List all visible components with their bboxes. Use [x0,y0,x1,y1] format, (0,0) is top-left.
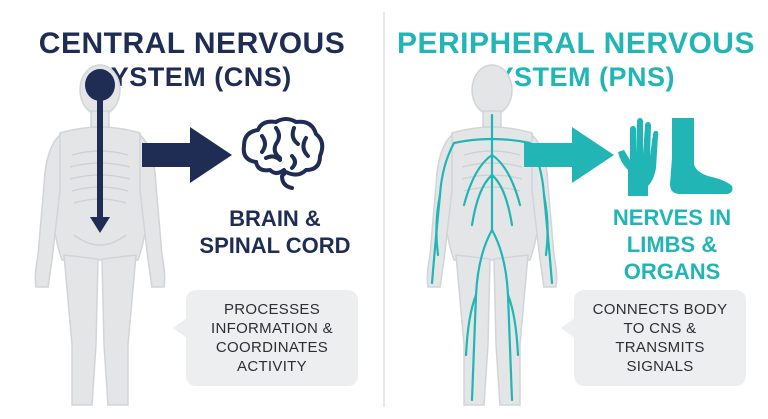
pns-bubble-line: TO CNS & [623,320,697,337]
pns-bubble-line: TRANSMITS [615,339,705,356]
cns-function-bubble: PROCESSES INFORMATION & COORDINATES ACTI… [173,290,358,386]
cns-bubble-line: PROCESSES [223,301,321,318]
cns-title-line2: SYSTEM (CNS) [92,62,292,92]
cns-bubble-line: COORDINATES [215,339,329,356]
cns-bubble-line: INFORMATION & [211,320,333,337]
hand-icon [618,118,659,196]
cns-body-silhouette-icon [34,64,166,406]
pns-panel: PERIPHERAL NERVOUS SYSTEM (PNS) [384,0,768,419]
cns-organs-label: BRAIN & SPINAL CORD [190,205,360,259]
cns-label-line1: BRAIN & [229,206,321,231]
pns-label-line: ORGANS [623,259,721,284]
pns-function-bubble: CONNECTS BODY TO CNS & TRANSMITS SIGNALS [561,290,746,386]
bubble-tail [561,318,575,338]
pns-title-line1: PERIPHERAL NERVOUS [397,27,755,60]
pns-arrow-right-icon [524,127,614,183]
cns-bubble-line: ACTIVITY [237,358,307,375]
bubble-tail [173,318,187,338]
cns-title-line1: CENTRAL NERVOUS [38,27,346,60]
brain-icon [241,117,325,190]
cns-arrow-right-icon [142,127,232,183]
pns-label-line: NERVES IN [612,205,732,230]
pns-organs-label: NERVES IN LIMBS & ORGANS [582,204,762,285]
pns-label-line: LIMBS & [626,232,718,257]
cns-label-line2: SPINAL CORD [199,233,351,258]
panel-divider [383,12,385,407]
cns-panel: CENTRAL NERVOUS SYSTEM (CNS) [34,27,360,406]
foot-icon [670,118,733,194]
pns-bubble-line: CONNECTS BODY [592,301,728,318]
pns-body-silhouette-icon [426,64,558,406]
pns-bubble-line: SIGNALS [626,358,694,375]
